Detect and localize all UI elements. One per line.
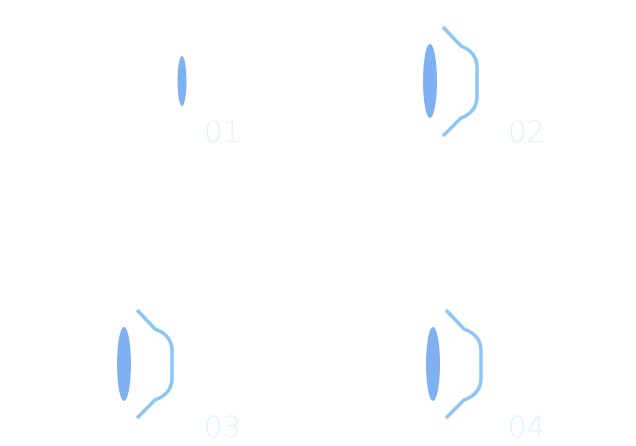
frame-01 (177, 56, 187, 106)
frame-label-02: 02 (508, 115, 545, 149)
lens-icon (426, 327, 440, 401)
frame-03 (117, 308, 174, 420)
frame-label-01: 01 (204, 115, 241, 149)
bracket-icon (444, 308, 483, 420)
bracket-icon (441, 25, 479, 138)
bracket-icon (135, 308, 174, 420)
lens-icon (117, 327, 131, 401)
lens-icon (177, 56, 187, 106)
frame-02 (423, 25, 479, 138)
lens-icon (423, 44, 437, 118)
frame-label-04: 04 (508, 410, 545, 444)
frame-label-03: 03 (204, 410, 241, 444)
frame-04 (426, 308, 483, 420)
